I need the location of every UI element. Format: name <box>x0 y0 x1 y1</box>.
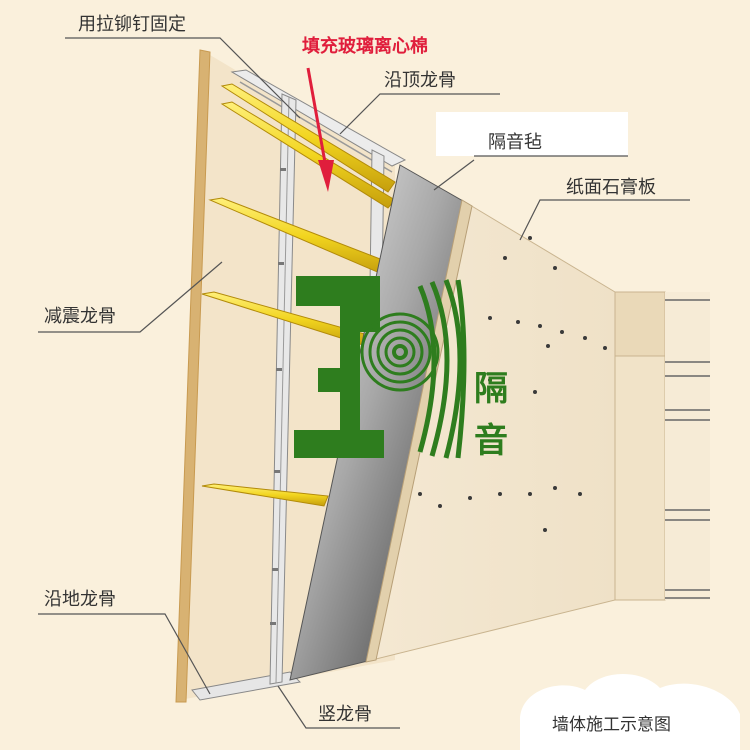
right-wall-bottom <box>614 355 666 601</box>
screw-dot <box>498 492 502 496</box>
leader-felt <box>433 159 475 191</box>
sound-arc <box>455 279 467 459</box>
leader-rivet <box>65 37 301 119</box>
screw-dot <box>533 390 537 394</box>
rivet-mark <box>272 568 278 571</box>
screw-dot <box>516 320 520 324</box>
stud-rivets <box>270 168 286 625</box>
sound-ring <box>376 328 424 376</box>
label-vertical-keel: 竖龙骨 <box>318 704 372 725</box>
vertical-keel-1-edge <box>275 96 290 684</box>
screw-dot <box>538 324 542 328</box>
acoustic-felt-callout-bg <box>436 112 628 156</box>
screw-dot <box>528 492 532 496</box>
sound-arc <box>417 285 437 453</box>
sound-ring <box>392 344 408 360</box>
screw-dot <box>438 504 442 508</box>
leader-top-keel <box>339 93 500 135</box>
glass-wool-arrow <box>306 67 334 192</box>
rivet-mark <box>280 168 286 171</box>
acoustic-logo: 隔 音 <box>294 276 508 461</box>
screw-dot <box>528 236 532 240</box>
top-keel-edge <box>239 81 393 173</box>
rivet-mark <box>270 622 276 625</box>
screw-dot <box>543 528 547 532</box>
leader-gypsum <box>519 199 690 241</box>
label-floor-keel: 沿地龙骨 <box>44 589 116 610</box>
label-acoustic-felt: 隔音毡 <box>488 132 542 153</box>
logo-char-yin: 音 <box>474 421 508 461</box>
screw-dot <box>468 496 472 500</box>
sound-arc <box>443 279 463 459</box>
board-screws <box>418 236 607 532</box>
floor-cloud-decor <box>520 673 740 750</box>
sound-ring <box>360 312 440 392</box>
damping-keel-5 <box>201 483 329 507</box>
gypsum-board-edge <box>365 199 473 663</box>
sound-ring <box>368 320 432 384</box>
wall-edge-strip <box>175 49 211 703</box>
leader-damping <box>38 261 223 333</box>
right-wall-panel <box>665 292 710 600</box>
arrow-head-icon <box>318 160 334 192</box>
leader-floor-keel <box>38 613 211 695</box>
screw-dot <box>488 316 492 320</box>
arrow-shaft <box>306 67 328 169</box>
screw-dot <box>583 336 587 340</box>
label-glass-wool: 填充玻璃离心棉 <box>302 35 428 57</box>
diagram-caption: 墙体施工示意图 <box>552 715 671 735</box>
rivet-mark <box>278 262 284 265</box>
sound-wave-icon <box>360 279 467 459</box>
damping-keel-1 <box>220 83 396 193</box>
right-wall-section <box>614 291 710 601</box>
sound-arc <box>429 281 450 457</box>
screw-dot <box>603 346 607 350</box>
screw-dot <box>560 330 564 334</box>
screw-dot <box>553 266 557 270</box>
right-wall-top <box>614 291 666 357</box>
rivet-mark <box>274 470 280 473</box>
screw-dot <box>503 256 507 260</box>
label-top-keel: 沿顶龙骨 <box>384 70 456 91</box>
screw-dot <box>488 378 492 382</box>
screw-dot <box>553 486 557 490</box>
screw-dot <box>578 492 582 496</box>
screw-dot <box>418 492 422 496</box>
screw-dot <box>546 344 550 348</box>
label-rivet: 用拉铆钉固定 <box>78 14 186 35</box>
leader-vertical-keel <box>277 685 400 729</box>
rivet-mark <box>276 368 282 371</box>
logo-bracket <box>294 276 384 458</box>
sound-ring <box>384 336 416 368</box>
label-gypsum-board: 纸面石膏板 <box>566 176 656 198</box>
label-damping-keel: 减震龙骨 <box>44 306 116 327</box>
cloud-shape <box>520 673 740 750</box>
leader-lines <box>38 37 690 729</box>
logo-char-ge: 隔 <box>474 369 508 409</box>
